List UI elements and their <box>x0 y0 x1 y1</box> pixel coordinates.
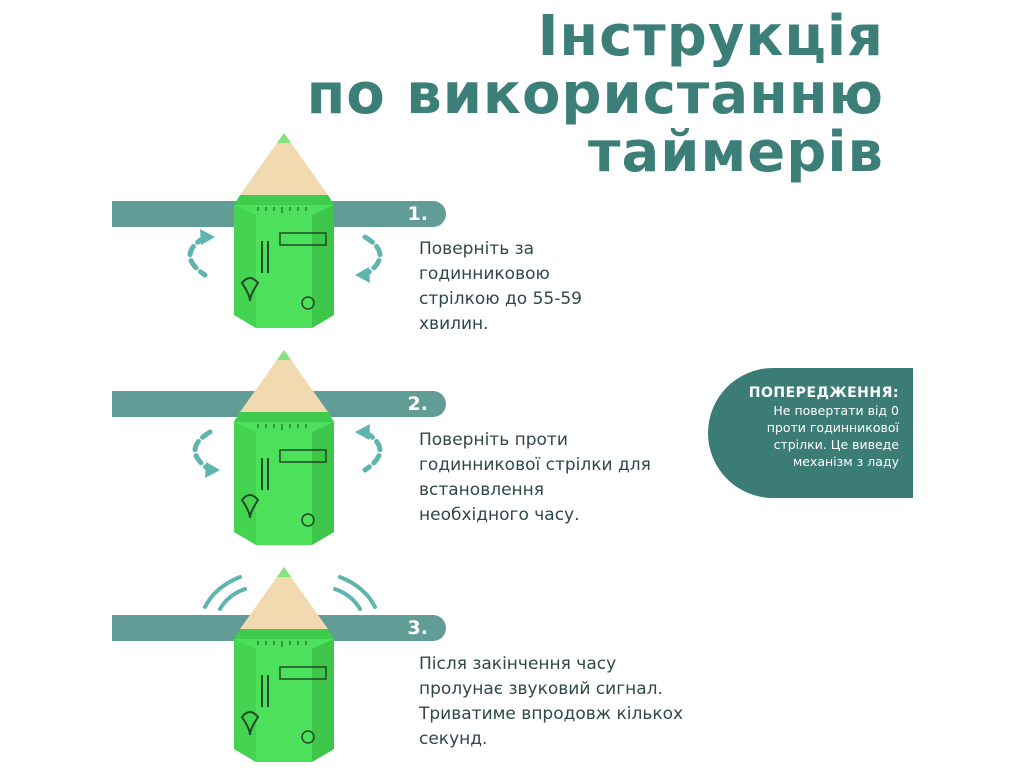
step-3-text: Після закінчення часу пролунає звуковий … <box>419 652 683 752</box>
step-3-line: Триватиме впродовж кількох <box>419 704 684 724</box>
step-2-line: необхідного часу. <box>419 505 580 525</box>
step-1-line: годинниковою <box>419 264 550 284</box>
page-title: Інструкція по використанню таймерів <box>307 8 884 182</box>
pencil-timer-icon <box>234 567 334 762</box>
warning-line: стрілки. Це виведе <box>773 437 899 452</box>
sound-waves-icon <box>203 575 377 611</box>
step-1-line: хвилин. <box>419 314 489 334</box>
step-1-number: 1. <box>407 203 428 225</box>
title-line-3: таймерів <box>588 120 884 185</box>
rotate-clockwise-arrows-icon <box>187 229 383 283</box>
warning-heading: ПОПЕРЕДЖЕННЯ: <box>748 385 899 401</box>
title-line-2: по використанню <box>306 62 884 127</box>
pencil-timer-icon <box>234 133 334 328</box>
title-line-1: Інструкція <box>537 4 884 69</box>
step-2-line: Поверніть проти <box>419 430 568 450</box>
step-1-line: Поверніть за <box>419 239 535 259</box>
step-2-line: встановлення <box>419 480 545 500</box>
warning-line: Не повертати від 0 <box>773 403 899 418</box>
warning-body: Не повертати від 0 проти годинникової ст… <box>708 402 899 470</box>
warning-line: проти годинникової <box>766 420 899 435</box>
step-1-text: Поверніть за годинниковою стрілкою до 55… <box>419 237 582 337</box>
rotate-counterclockwise-arrows-icon <box>192 424 383 478</box>
step-2-line: годинникової стрілки для <box>419 455 651 475</box>
step-3-line: секунд. <box>419 729 488 749</box>
step-2-number: 2. <box>407 393 428 415</box>
step-2-text: Поверніть проти годинникової стрілки для… <box>419 428 651 528</box>
step-3-line: Після закінчення часу <box>419 654 617 674</box>
step-3-line: пролунає звуковий сигнал. <box>419 679 663 699</box>
warning-line: механізм з ладу <box>792 454 899 469</box>
warning-badge: ПОПЕРЕДЖЕННЯ: Не повертати від 0 проти г… <box>708 368 913 498</box>
step-1-line: стрілкою до 55-59 <box>419 289 582 309</box>
pencil-timer-icon <box>234 350 334 545</box>
step-3-number: 3. <box>407 617 428 639</box>
